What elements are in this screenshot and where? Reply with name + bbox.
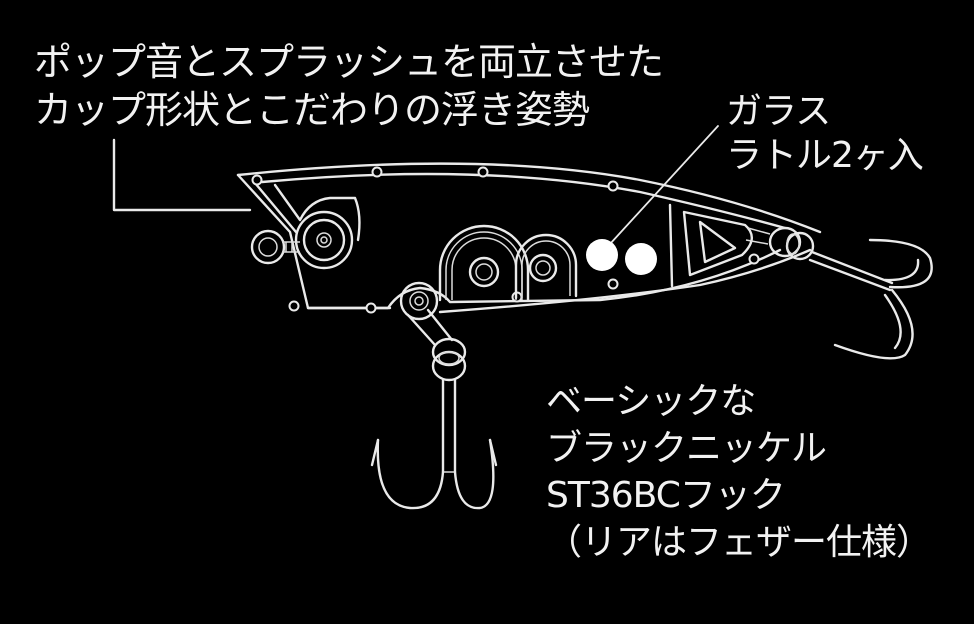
callout-line: ブラックニッケル	[546, 428, 827, 469]
glass-rattle-ball-2	[625, 243, 657, 275]
callout-line: ラトル2ヶ入	[726, 135, 924, 176]
rear-split-ring	[745, 226, 815, 261]
callout-line: ポップ音とスプラッシュを両立させた	[34, 40, 664, 84]
rear-treble-hook	[808, 238, 933, 360]
callout-line: ベーシックな	[546, 381, 756, 422]
glass-rattle-callout: ガラス ラトル2ヶ入	[726, 90, 924, 178]
front-treble-hook	[370, 281, 498, 510]
callout-line: ガラス	[726, 91, 831, 132]
hook-callout: ベーシックな ブラックニッケル ST36BCフック （リアはフェザー仕様）	[546, 378, 932, 566]
callout-line: ST36BCフック	[546, 475, 786, 516]
lure-body	[236, 162, 822, 314]
cup-callout-leader	[112, 138, 252, 212]
weight-chambers	[438, 224, 578, 302]
callout-line: （リアはフェザー仕様）	[546, 522, 932, 563]
glass-rattle-ball-1	[586, 239, 618, 271]
callout-line: カップ形状とこだわりの浮き姿勢	[34, 88, 590, 132]
cup-shape-callout: ポップ音とスプラッシュを両立させた カップ形状とこだわりの浮き姿勢	[34, 38, 664, 134]
line-eye	[250, 229, 286, 265]
